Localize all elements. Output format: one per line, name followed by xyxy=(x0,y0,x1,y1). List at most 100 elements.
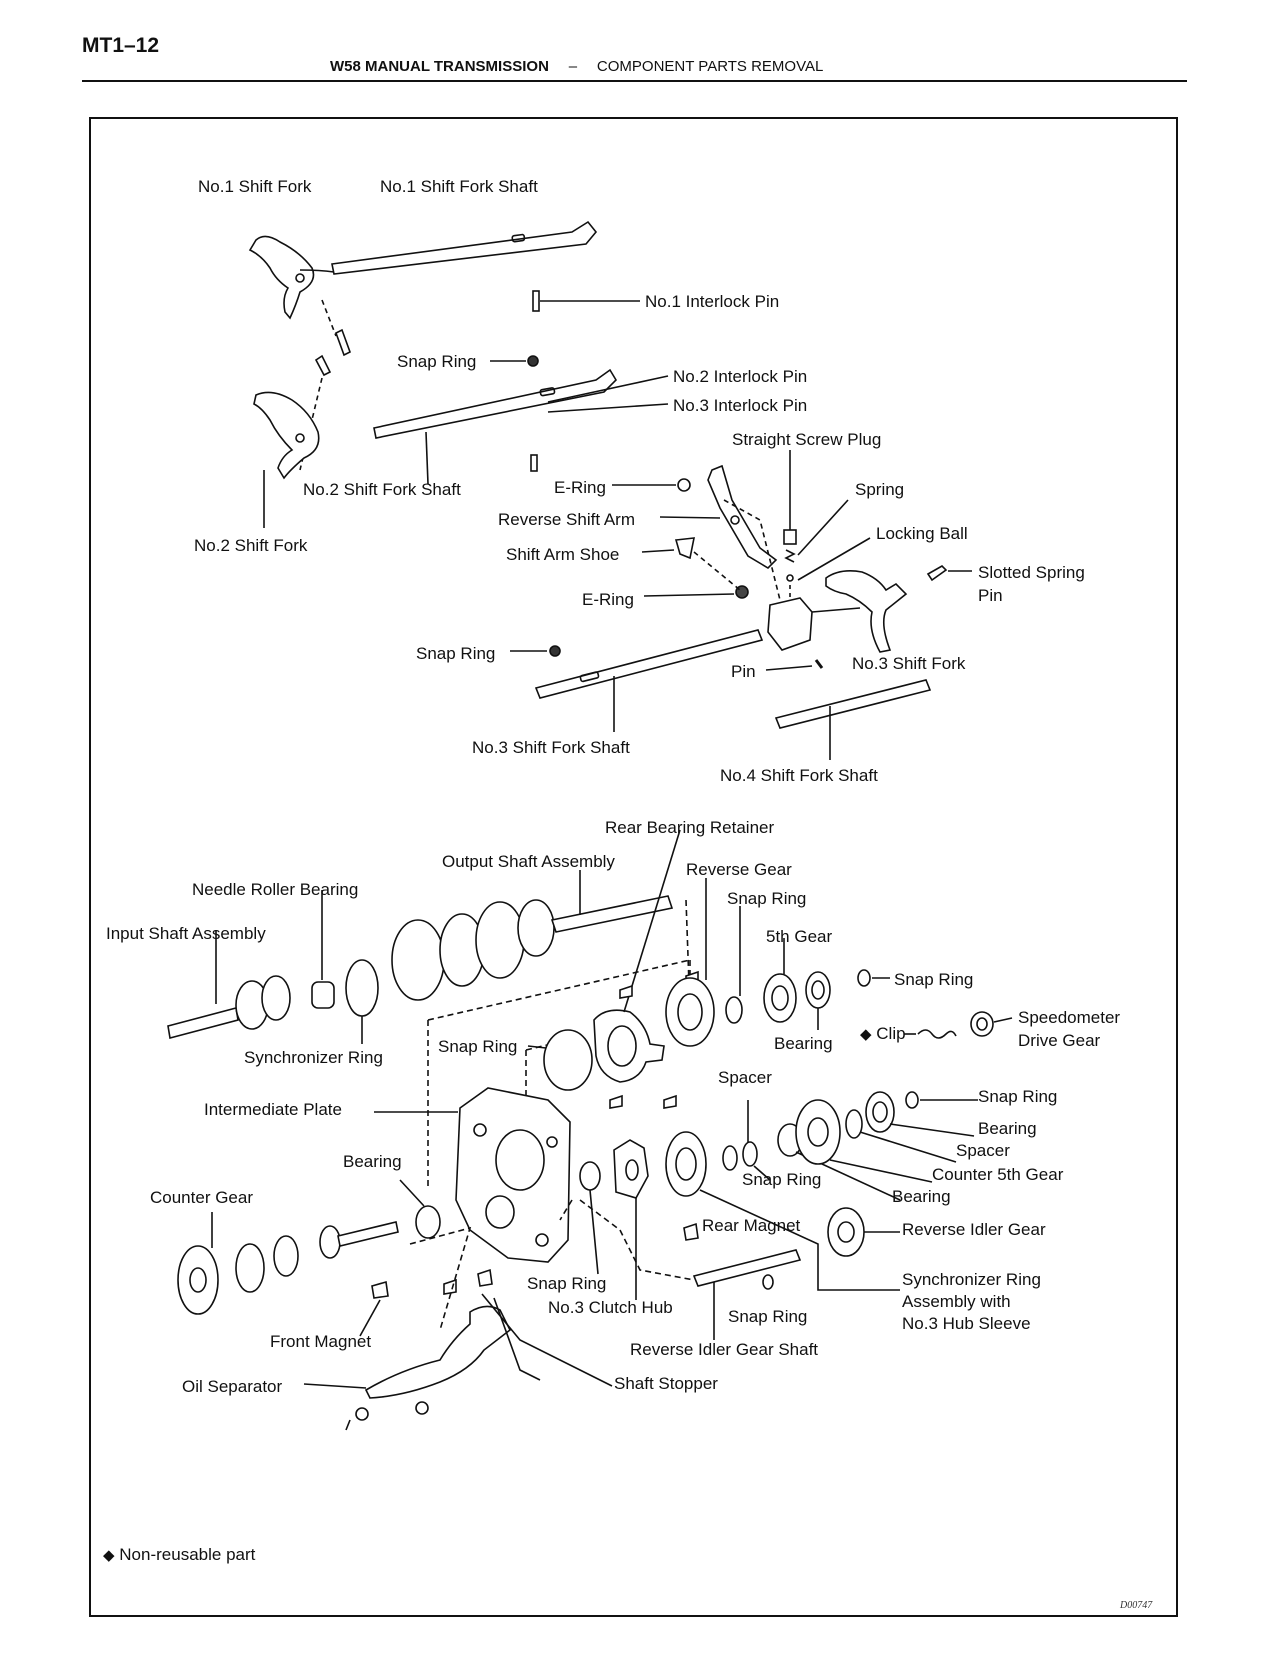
snap-ring-5-drawing xyxy=(543,1029,593,1091)
label-snap-ring-7: Snap Ring xyxy=(742,1170,822,1189)
label-spring: Spring xyxy=(855,480,905,499)
bearing-3-drawing xyxy=(865,1091,975,1137)
label-bearing-4: Bearing xyxy=(892,1187,951,1206)
reverse-idler-gear-drawing xyxy=(827,1207,900,1257)
legend: ◆ Non-reusable part xyxy=(103,1545,255,1565)
straight-screw-plug-drawing xyxy=(783,450,797,610)
label-output-shaft-assembly: Output Shaft Assembly xyxy=(442,852,615,871)
label-oil-separator: Oil Separator xyxy=(182,1377,283,1396)
label-fifth-gear: 5th Gear xyxy=(766,927,833,946)
label-front-magnet: Front Magnet xyxy=(270,1332,372,1351)
no1-shift-fork-shaft-drawing xyxy=(331,220,598,275)
no4-shift-fork-shaft-drawing xyxy=(774,679,932,760)
label-slotted-spring-pin: Pin xyxy=(978,586,1003,605)
label-bearing-2: Bearing xyxy=(343,1152,402,1171)
shaft-stopper-leader xyxy=(481,1293,613,1387)
intermediate-plate-drawing xyxy=(374,1087,571,1263)
bolt-drawing xyxy=(355,1407,369,1421)
label-no3-shift-fork-shaft: No.3 Shift Fork Shaft xyxy=(472,738,630,757)
label-reverse-gear: Reverse Gear xyxy=(686,860,792,879)
label-no3-clutch-hub: No.3 Clutch Hub xyxy=(548,1298,673,1317)
label-intermediate-plate: Intermediate Plate xyxy=(204,1100,342,1119)
no2-shift-fork-drawing xyxy=(253,391,320,528)
label-bearing-1: Bearing xyxy=(774,1034,833,1053)
label-no1-interlock-pin: No.1 Interlock Pin xyxy=(645,292,780,311)
e-ring-1-drawing xyxy=(677,478,691,492)
label-snap-ring-6: Snap Ring xyxy=(978,1087,1058,1106)
label-reverse-shift-arm: Reverse Shift Arm xyxy=(498,510,635,529)
label-snap-ring-8: Snap Ring xyxy=(527,1274,607,1293)
no3-clutch-hub-drawing xyxy=(613,1139,649,1300)
label-synchronizer-ring: Synchronizer Ring xyxy=(244,1048,383,1067)
reverse-idler-gear-shaft-drawing xyxy=(579,1199,802,1340)
label-no2-shift-fork: No.2 Shift Fork xyxy=(194,536,308,555)
snap-ring-7-drawing xyxy=(742,1141,758,1167)
label-no2-shift-fork-shaft: No.2 Shift Fork Shaft xyxy=(303,480,461,499)
no3-shift-fork-drawing xyxy=(811,570,908,653)
label-reverse-idler-gear-shaft: Reverse Idler Gear Shaft xyxy=(630,1340,819,1359)
counter-gear-drawing xyxy=(177,1212,399,1315)
label-snap-ring-9: Snap Ring xyxy=(728,1307,808,1326)
label-no2-interlock-pin: No.2 Interlock Pin xyxy=(673,367,808,386)
label-spacer-2: Spacer xyxy=(956,1141,1010,1160)
non-reusable-marker: ◆ xyxy=(860,1026,872,1043)
label-snap-ring-4: Snap Ring xyxy=(894,970,974,989)
label-snap-ring-2: Snap Ring xyxy=(416,644,496,663)
no1-interlock-pin-drawing xyxy=(532,290,640,312)
header-rule xyxy=(82,80,1187,82)
reverse-gear-drawing xyxy=(665,878,715,1047)
no2-shift-fork-shaft-drawing xyxy=(373,368,618,485)
subsection-title: COMPONENT PARTS REMOVAL xyxy=(596,58,824,75)
snap-ring-4-drawing xyxy=(857,969,871,987)
label-no1-shift-fork: No.1 Shift Fork xyxy=(198,177,312,196)
slotted-spring-pin-drawing xyxy=(926,565,948,582)
rear-magnet-drawing xyxy=(683,1222,699,1241)
bearing-1-drawing xyxy=(805,971,831,1030)
label-synchronizer-ring-assembly-with: Assembly with xyxy=(902,1292,1011,1311)
label-snap-ring-1: Snap Ring xyxy=(397,352,477,371)
label-bearing-3: Bearing xyxy=(978,1119,1037,1138)
snap-ring-3-drawing xyxy=(725,996,743,1024)
no3-shift-fork-shaft-drawing xyxy=(534,629,764,732)
section-title: W58 MANUAL TRANSMISSION xyxy=(330,58,549,75)
counter-5th-gear-drawing xyxy=(795,1099,933,1183)
label-e-ring-2: E-Ring xyxy=(582,590,634,609)
label-needle-roller-bearing: Needle Roller Bearing xyxy=(192,880,359,899)
legend-text: Non-reusable part xyxy=(119,1545,256,1564)
diagram-frame xyxy=(89,117,1178,1617)
oil-separator-drawing xyxy=(303,1297,541,1399)
pin-drawing xyxy=(814,659,824,669)
snap-ring-6-drawing xyxy=(579,1161,601,1191)
label-pin: Pin xyxy=(731,662,756,681)
spacer-1-drawing xyxy=(722,1145,738,1171)
synchronizer-ring-drawing xyxy=(345,959,379,1017)
interlock-pins-2-3-drawing xyxy=(530,375,669,472)
spacer-2-drawing xyxy=(845,1109,863,1139)
label-shift-arm-shoe: Shift Arm Shoe xyxy=(506,545,620,564)
snap-ring-2-drawing xyxy=(549,645,561,657)
snap-ring-8-drawing xyxy=(905,1091,919,1109)
label-no3-shift-fork: No.3 Shift Fork xyxy=(852,654,966,673)
label-no3-interlock-pin: No.3 Interlock Pin xyxy=(673,396,808,415)
figure-code: D00747 xyxy=(1120,1600,1153,1611)
label-locking-ball: Locking Ball xyxy=(876,524,968,543)
label-no4-shift-fork-shaft: No.4 Shift Fork Shaft xyxy=(720,766,878,785)
bolt-drawing xyxy=(619,984,633,999)
page-header: W58 MANUAL TRANSMISSION – COMPONENT PARTS … xyxy=(330,58,823,75)
speedometer-drive-gear-drawing xyxy=(970,1011,1013,1037)
label-no3-hub-sleeve: No.3 Hub Sleeve xyxy=(902,1314,1031,1333)
label-synchronizer-ring-assembly: Synchronizer Ring xyxy=(902,1270,1041,1289)
label-counter-5th-gear: Counter 5th Gear xyxy=(932,1165,1064,1184)
label-speedometer-drive-gear: Drive Gear xyxy=(1018,1031,1101,1050)
reverse-shift-arm-drawing xyxy=(659,464,781,601)
label-rear-magnet: Rear Magnet xyxy=(702,1216,801,1235)
snap-ring-9-drawing xyxy=(762,1274,774,1290)
label-clip: ◆ Clip xyxy=(860,1024,906,1045)
input-shaft-assembly-drawing xyxy=(167,930,291,1039)
shift-arm-shoe-drawing xyxy=(674,537,695,560)
no1-shift-fork-drawing xyxy=(248,235,337,337)
front-magnet-drawing xyxy=(371,1280,389,1299)
fifth-gear-drawing xyxy=(763,938,797,1023)
header-separator: – xyxy=(568,58,578,75)
